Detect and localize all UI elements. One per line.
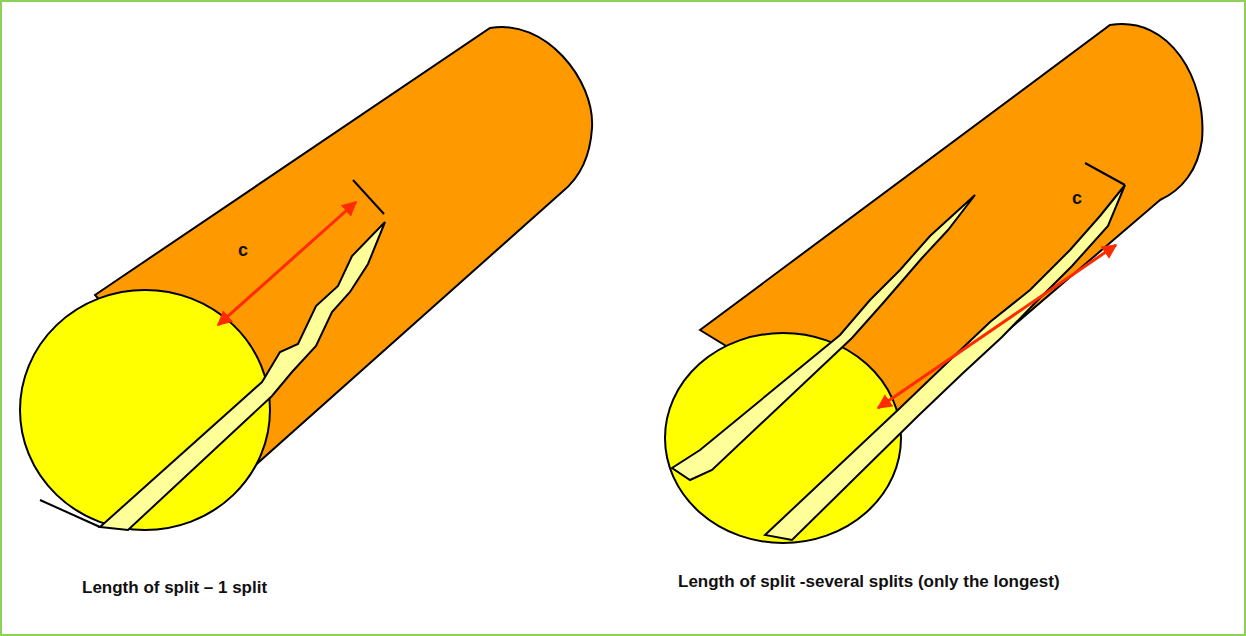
dimension-arrow xyxy=(218,202,356,325)
dimension-arrow xyxy=(878,245,1116,408)
split xyxy=(100,222,385,530)
extent-tick xyxy=(1085,163,1125,185)
caption: Length of split – 1 split xyxy=(82,578,267,598)
split-edge xyxy=(40,500,100,527)
log-end-face xyxy=(665,333,901,543)
caption: Length of split -several splits (only th… xyxy=(678,572,1060,592)
longest-split xyxy=(765,185,1125,540)
dimension-label: c xyxy=(238,240,248,261)
log-several-splits xyxy=(665,24,1202,543)
split xyxy=(672,195,975,480)
extent-tick xyxy=(353,180,384,214)
dimension-label: c xyxy=(1072,188,1082,209)
log-one-split xyxy=(20,27,592,530)
